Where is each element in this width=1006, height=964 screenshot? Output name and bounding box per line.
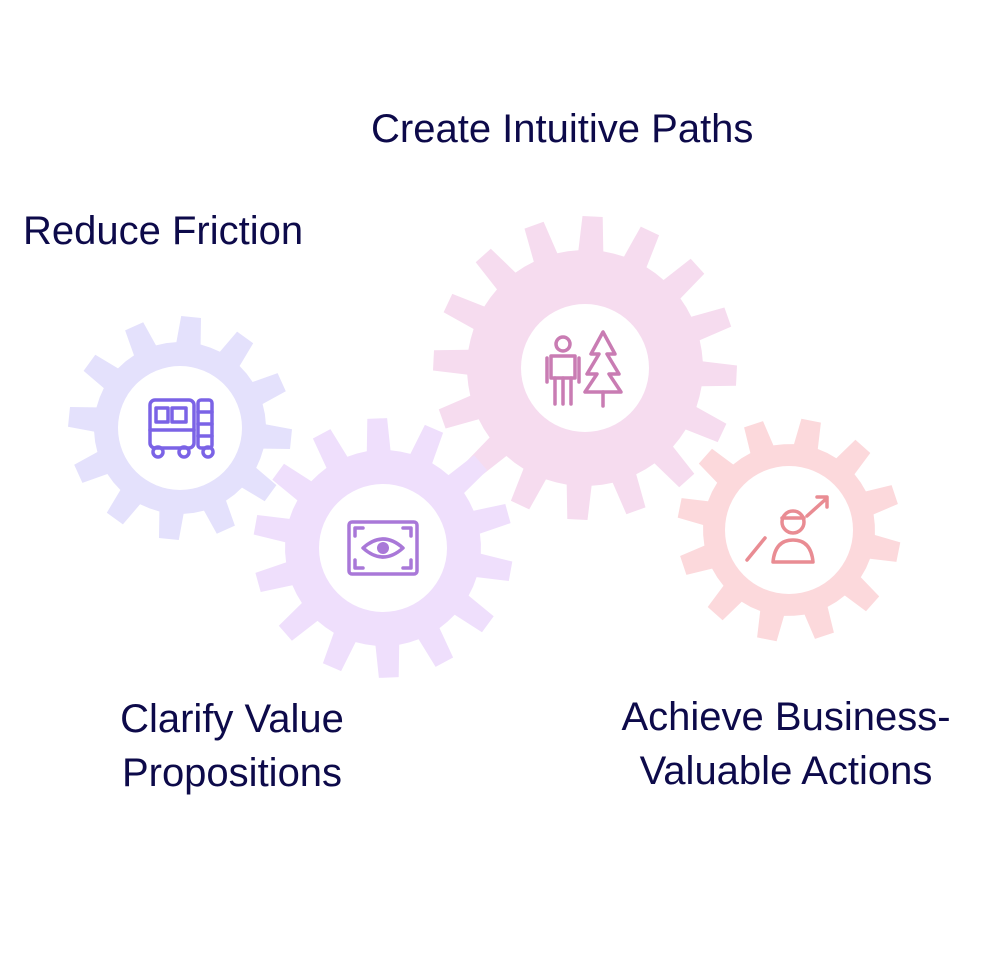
label-reduce-friction: Reduce Friction — [23, 204, 303, 258]
label-achieve-line-1: Achieve Business- — [621, 695, 951, 739]
label-create-intuitive-paths-line-1: Create Intuitive Paths — [371, 107, 754, 151]
gear-create-hub — [521, 304, 649, 432]
eye-frame-icon — [347, 520, 419, 576]
hiker-tree-icon — [545, 330, 623, 408]
gear-clarify — [253, 418, 513, 678]
label-achieve-business-valuable-actions: Achieve Business- Valuable Actions — [596, 690, 976, 798]
label-clarify-line-2: Propositions — [121, 751, 343, 795]
bus-icon — [148, 398, 215, 459]
label-clarify-line-1: Clarify Value — [120, 697, 344, 741]
gear-achieve-hub — [725, 466, 853, 594]
gear-reduce-hub — [118, 366, 242, 490]
label-create-intuitive-paths: Create Intuitive Paths — [371, 102, 753, 156]
person-growth-icon — [745, 495, 829, 564]
label-achieve-line-2: Valuable Actions — [639, 749, 933, 793]
label-clarify-value-propositions: Clarify Value Propositions — [88, 692, 376, 800]
gear-create — [433, 216, 737, 520]
gear-reduce — [68, 316, 292, 540]
label-reduce-friction-line-1: Reduce Friction — [23, 209, 304, 253]
gear-achieve — [677, 418, 901, 642]
